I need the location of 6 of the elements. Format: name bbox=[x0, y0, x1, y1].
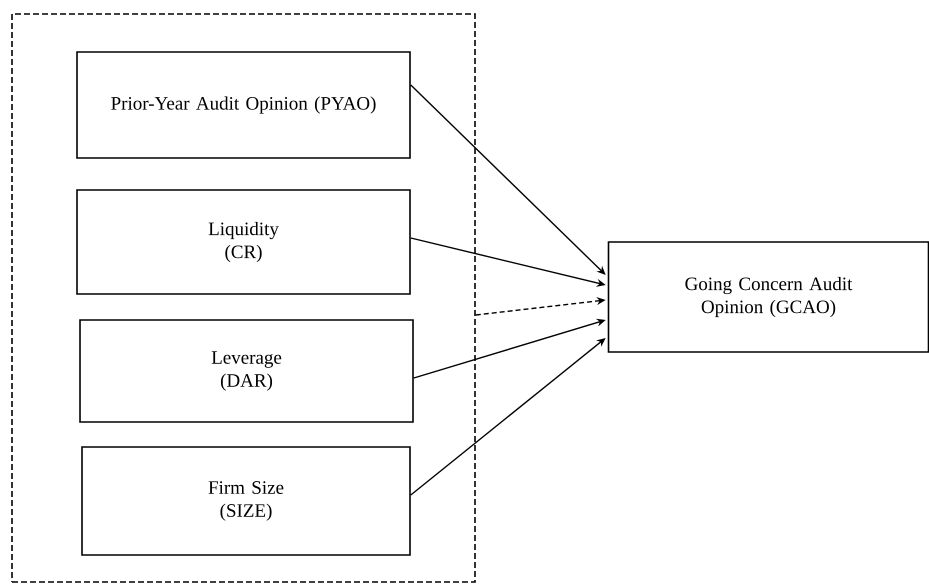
group-frame bbox=[11, 13, 476, 583]
variable-box: Prior-Year Audit Opinion (PYAO) bbox=[76, 51, 411, 159]
variable-box: Leverage (DAR) bbox=[79, 319, 414, 423]
outcome-box: Going Concern Audit Opinion (GCAO) bbox=[608, 241, 929, 353]
variable-box: Liquidity (CR) bbox=[76, 189, 411, 295]
variable-box: Firm Size (SIZE) bbox=[81, 446, 411, 556]
